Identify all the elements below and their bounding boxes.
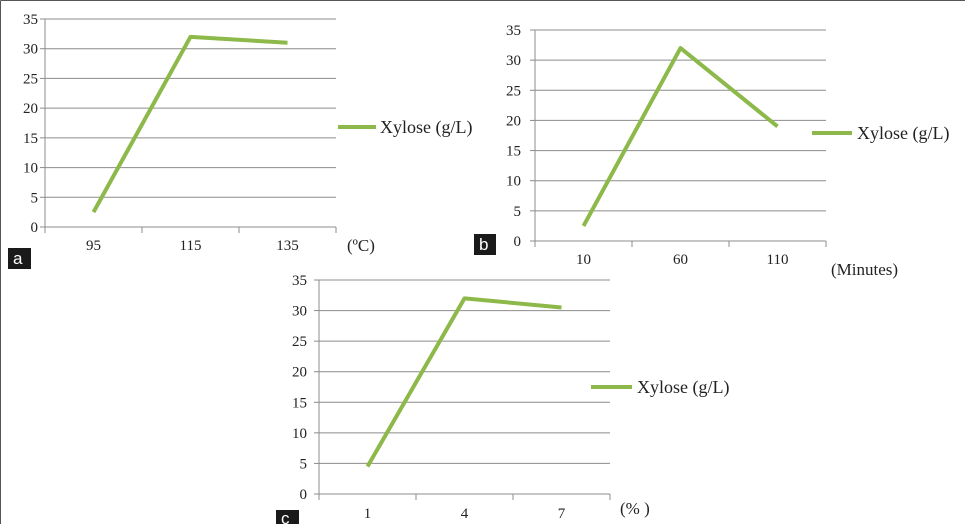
panel-c-x-unit-label: (% ): [620, 499, 650, 518]
panel-a-xtick-label: 135: [276, 238, 299, 254]
panel-c-series-line: [368, 298, 562, 466]
panel-a-ytick-label: 20: [23, 101, 38, 117]
panel-b-ytick-label: 15: [506, 144, 521, 160]
panel-b-series-line: [584, 48, 778, 226]
panel-b-ytick-label: 35: [506, 23, 521, 39]
panel-a-ytick-label: 5: [31, 190, 39, 206]
panel-a-ytick-label: 35: [23, 12, 38, 28]
panel-b-ytick-label: 0: [514, 234, 522, 250]
panel-a-ytick-label: 10: [23, 161, 38, 177]
panel-a-label: a: [13, 249, 23, 268]
panel-a-x-unit-label: (ºC): [347, 236, 375, 255]
panel-a-ytick-label: 25: [23, 71, 38, 87]
panel-b-ytick-label: 5: [514, 204, 522, 220]
panel-b-ytick-label: 20: [506, 113, 521, 129]
panel-c-xtick-label: 4: [461, 506, 469, 522]
panel-b-xtick-label: 10: [576, 252, 591, 268]
panel-a-ytick-label: 30: [23, 42, 38, 58]
panel-c: 0 5 10 15 20 25 30 35 1 4 7 (% ) Xylose (g/L) c: [276, 273, 729, 524]
panel-b-xtick-label: 60: [673, 252, 688, 268]
panel-a-xtick-label: 95: [86, 238, 101, 254]
panel-b-xtick-label: 110: [767, 252, 789, 268]
panel-c-ytick-label: 25: [292, 334, 307, 350]
panel-c-ytick-label: 10: [292, 426, 307, 442]
panel-b: 0 5 10 15 20 25 30 35 10 60 110 (Minutes) Xylose (g/…: [474, 23, 949, 279]
panel-c-label: c: [281, 509, 290, 524]
panel-c-ytick-label: 20: [292, 365, 307, 381]
panel-c-xtick-label: 7: [558, 506, 566, 522]
panel-c-ytick-label: 15: [292, 395, 307, 411]
panel-c-xtick-label: 1: [364, 506, 372, 522]
panel-b-ytick-label: 30: [506, 53, 521, 69]
panel-a-ytick-label: 15: [23, 131, 38, 147]
panel-c-ytick-label: 0: [300, 487, 308, 503]
panel-b-legend-label: Xylose (g/L): [857, 123, 949, 144]
panel-a-series-line: [94, 37, 288, 212]
panel-c-ytick-label: 5: [300, 456, 308, 472]
panel-b-ytick-label: 10: [506, 174, 521, 190]
panel-a-ytick-label: 0: [31, 220, 39, 236]
panel-c-legend-label: Xylose (g/L): [637, 377, 729, 398]
panel-c-ytick-label: 35: [292, 273, 307, 289]
panel-b-label: b: [479, 235, 488, 254]
panel-a: 0 5 10 15 20 25 30 35 95 115 135 (ºC) Xylose (g/L) a: [8, 12, 472, 269]
panel-b-x-unit-label: (Minutes): [831, 260, 898, 279]
panel-c-ytick-label: 30: [292, 304, 307, 320]
panel-a-legend-label: Xylose (g/L): [380, 117, 472, 138]
panel-b-ytick-label: 25: [506, 83, 521, 99]
panel-a-xtick-label: 115: [180, 238, 202, 254]
